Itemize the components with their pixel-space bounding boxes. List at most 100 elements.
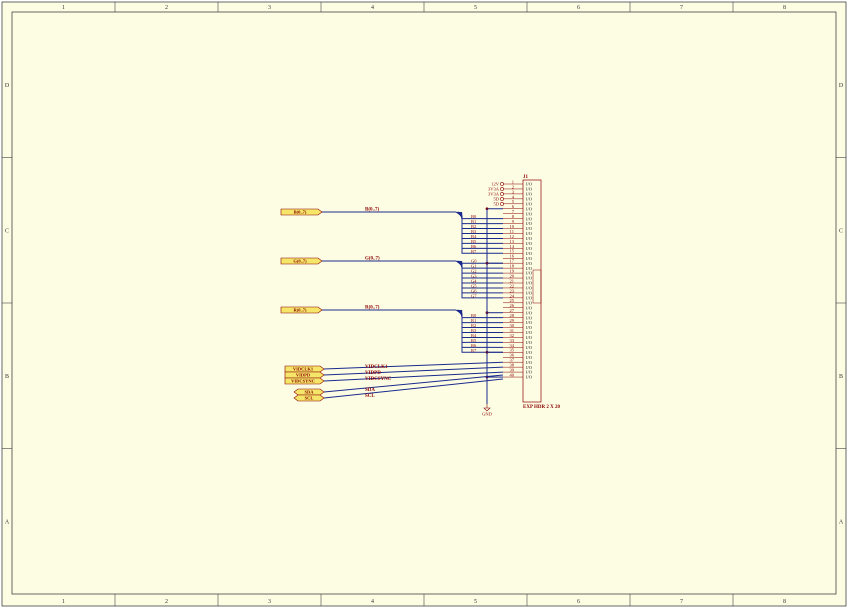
zone-row-left: A xyxy=(5,519,10,525)
bit-label: B5 xyxy=(471,239,477,244)
pin-number: 23 xyxy=(510,288,515,293)
zone-row-right: D xyxy=(839,83,844,89)
pin-type: I/O xyxy=(526,315,533,320)
pin-number: 22 xyxy=(510,283,515,288)
port-g[interactable] xyxy=(280,257,323,265)
zone-col-bottom: 8 xyxy=(783,599,786,605)
bit-label: R5 xyxy=(471,338,477,343)
port-vidclk1[interactable] xyxy=(284,365,325,373)
bit-label: B0 xyxy=(471,214,477,219)
net-label-g: G(0..7) xyxy=(365,257,380,262)
zone-row-right: B xyxy=(839,374,843,380)
pin-type: I/O xyxy=(526,271,533,276)
pin-number: 30 xyxy=(510,323,515,328)
zone-col-top: 1 xyxy=(62,5,65,11)
port-g-label: G(0..7) xyxy=(293,259,307,264)
bit-label: R0 xyxy=(471,313,477,318)
bit-label: R7 xyxy=(471,348,477,353)
sda-net xyxy=(323,374,504,393)
pin-number: 39 xyxy=(510,368,515,373)
bit-label: R4 xyxy=(471,333,477,338)
pin-type: I/O xyxy=(526,300,533,305)
pin-type: I/O xyxy=(526,206,533,211)
port-scl-label: SCL xyxy=(305,396,314,401)
pin-type: I/O xyxy=(526,281,533,286)
bit-label: B1 xyxy=(471,219,476,224)
pin-type: I/O xyxy=(526,187,533,192)
pin-type: I/O xyxy=(526,335,533,340)
zone-col-bottom: 1 xyxy=(62,599,65,605)
pin-type: I/O xyxy=(526,201,533,206)
pin-number: 15 xyxy=(510,249,515,254)
bit-label: G3 xyxy=(471,274,477,279)
port-b-label: B(0..7) xyxy=(294,210,307,215)
bit-label: G1 xyxy=(471,264,477,269)
pin-type: I/O xyxy=(526,196,533,201)
zone-col-bottom: 5 xyxy=(474,599,477,605)
port-vidpd-label: VIDPD xyxy=(296,373,311,378)
bit-label: G4 xyxy=(471,279,477,284)
port-scl[interactable] xyxy=(293,394,325,402)
zone-col-top: 5 xyxy=(474,5,477,11)
pin-number: 28 xyxy=(510,313,515,318)
pin-number: 25 xyxy=(510,298,515,303)
pin-type: I/O xyxy=(526,276,533,281)
port-vidpd[interactable] xyxy=(284,371,325,379)
pin-type: I/O xyxy=(526,305,533,310)
zone-col-top: 6 xyxy=(577,5,580,11)
pin-type: I/O xyxy=(526,340,533,345)
pin-type: I/O xyxy=(526,221,533,226)
power-label-3v3a-2: 3V3A xyxy=(488,192,500,197)
zone-row-right: A xyxy=(839,519,844,525)
bit-label: G2 xyxy=(471,269,477,274)
net-label-b: B(0..7) xyxy=(365,208,380,213)
bit-label: B3 xyxy=(471,229,477,234)
b-bus-trunk xyxy=(457,211,463,254)
zone-col-top: 8 xyxy=(783,5,786,11)
pin-number: 18 xyxy=(510,264,515,269)
pin-type: I/O xyxy=(526,365,533,370)
port-vidcsync[interactable] xyxy=(284,377,325,385)
pin-number: 13 xyxy=(510,239,515,244)
pin-type: I/O xyxy=(526,370,533,375)
bit-label: B4 xyxy=(471,234,477,239)
pin-number: 7 xyxy=(512,209,515,214)
pin-type: I/O xyxy=(526,360,533,365)
bit-label: R6 xyxy=(471,343,477,348)
vidclk1-net xyxy=(323,361,504,370)
zone-col-bottom: 4 xyxy=(371,599,374,605)
pin-number: 21 xyxy=(510,278,515,283)
net-labels: B(0..7) G(0..7) R(0..7) VIDCLK1 VIDPD VI… xyxy=(365,208,392,400)
pin-number: 34 xyxy=(510,343,515,348)
pin-number: 3 xyxy=(512,189,515,194)
bit-label: B6 xyxy=(471,244,477,249)
pin-type: I/O xyxy=(526,375,533,380)
zone-col-top: 3 xyxy=(268,5,271,11)
pin-number: 24 xyxy=(510,293,515,298)
zone-row-left: D xyxy=(5,83,10,89)
pin-number: 9 xyxy=(512,219,515,224)
pin-number: 8 xyxy=(512,214,515,219)
zone-col-bottom: 2 xyxy=(165,599,168,605)
zone-row-left: B xyxy=(5,374,9,380)
net-label-vidcsync: VIDCSYNC xyxy=(365,377,392,382)
port-b[interactable] xyxy=(280,208,323,216)
bit-label: R2 xyxy=(471,323,476,328)
r-bus-trunk xyxy=(457,309,463,353)
bit-label: G6 xyxy=(471,288,477,293)
pin-number: 1 xyxy=(512,179,514,184)
pin-type: I/O xyxy=(526,291,533,296)
power-label-12v: 12V xyxy=(491,182,500,187)
connector-key xyxy=(532,269,542,304)
pin-number: 36 xyxy=(510,353,515,358)
pin-number: 32 xyxy=(510,333,515,338)
pin-number: 38 xyxy=(510,363,515,368)
port-r[interactable] xyxy=(280,306,323,314)
pin-number: 29 xyxy=(510,318,515,323)
pin-number: 37 xyxy=(510,358,515,363)
bit-label: G5 xyxy=(471,283,477,288)
pin-number: 26 xyxy=(510,303,515,308)
power-label-5d-2: 5D xyxy=(494,202,500,207)
zone-col-top: 7 xyxy=(680,5,683,11)
